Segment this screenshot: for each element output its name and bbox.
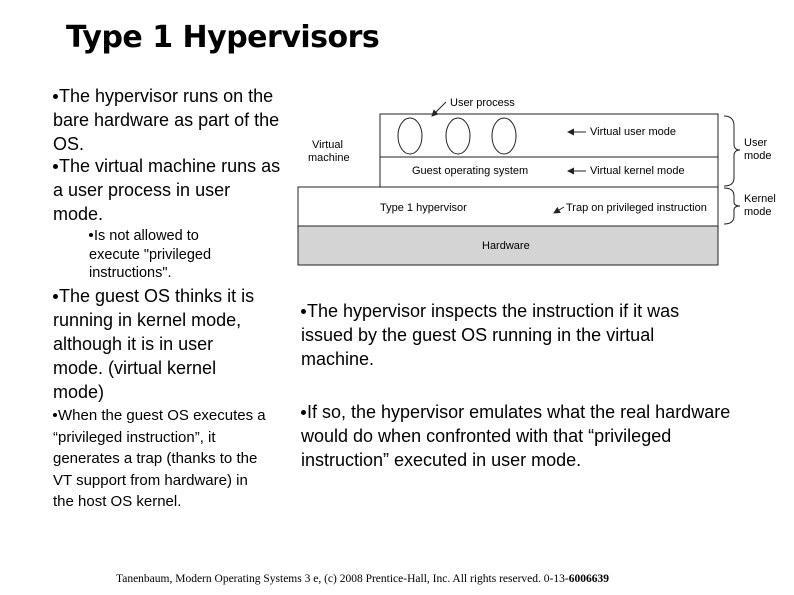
bullet-hypervisor-emulates: If so, the hypervisor emulates what the … — [301, 400, 731, 472]
bullet-hypervisor-inspects: The hypervisor inspects the instruction … — [301, 299, 731, 371]
label-hardware: Hardware — [482, 240, 530, 252]
label-kernel-mode-1: Kernel — [744, 193, 776, 205]
label-kernel-mode-2: mode — [744, 206, 772, 218]
bullet-dot — [301, 308, 306, 314]
label-trap: Trap on privileged instruction — [566, 202, 707, 214]
bullet-dot — [53, 413, 57, 418]
bullet-dot — [53, 163, 58, 169]
footer-citation: Tanenbaum, Modern Operating Systems 3 e,… — [116, 573, 609, 585]
label-virtual-user-mode: Virtual user mode — [590, 126, 676, 138]
bullet-text: When the guest OS executes a “privileged… — [53, 407, 266, 510]
bullet-text: The guest OS thinks it is running in ker… — [53, 286, 255, 402]
bullet-text: The virtual machine runs as a user proce… — [53, 156, 281, 224]
label-user-mode-2: mode — [744, 150, 772, 162]
label-virtual-machine-2: machine — [308, 152, 350, 164]
bullet-hypervisor-bare-hardware: The hypervisor runs on the bare hardware… — [53, 84, 283, 156]
bullet-text: Is not allowed to execute "privileged in… — [89, 228, 212, 281]
bullet-text: The hypervisor inspects the instruction … — [301, 301, 680, 369]
bullet-dot — [53, 293, 58, 299]
virtual-machine-box — [379, 113, 719, 188]
label-guest-os: Guest operating system — [412, 165, 528, 177]
subbullet-not-allowed: Is not allowed to execute "privileged in… — [89, 227, 249, 283]
label-user-process: User process — [450, 97, 515, 109]
bullet-dot — [301, 409, 306, 415]
user-process-oval — [397, 117, 423, 155]
bullet-text: The hypervisor runs on the bare hardware… — [53, 86, 280, 154]
user-process-oval — [445, 117, 471, 155]
user-process-oval — [491, 117, 517, 155]
hardware-box — [297, 225, 719, 266]
footer-text: Tanenbaum, Modern Operating Systems 3 e,… — [116, 573, 569, 585]
footer-isbn-tail: 6006639 — [568, 573, 609, 585]
user-mode-brace — [723, 115, 741, 187]
bullet-dot — [53, 93, 58, 99]
bullet-vm-user-process: The virtual machine runs as a user proce… — [53, 154, 283, 226]
bullet-text: If so, the hypervisor emulates what the … — [301, 402, 731, 470]
hypervisor-box — [297, 186, 719, 227]
subbullet-privileged-trap: When the guest OS executes a “privileged… — [53, 405, 268, 513]
type1-hypervisor-diagram: User process Virtual machine Guest opera… — [297, 97, 776, 266]
bullet-guest-os-thinks: The guest OS thinks it is running in ker… — [53, 284, 268, 404]
bullet-dot — [89, 233, 93, 238]
label-virtual-machine-1: Virtual — [312, 139, 343, 151]
label-type1-hypervisor: Type 1 hypervisor — [380, 202, 467, 214]
slide-title: Type 1 Hypervisors — [66, 20, 380, 55]
label-virtual-kernel-mode: Virtual kernel mode — [590, 165, 685, 177]
label-user-mode-1: User — [744, 137, 768, 149]
kernel-mode-brace — [723, 187, 741, 225]
